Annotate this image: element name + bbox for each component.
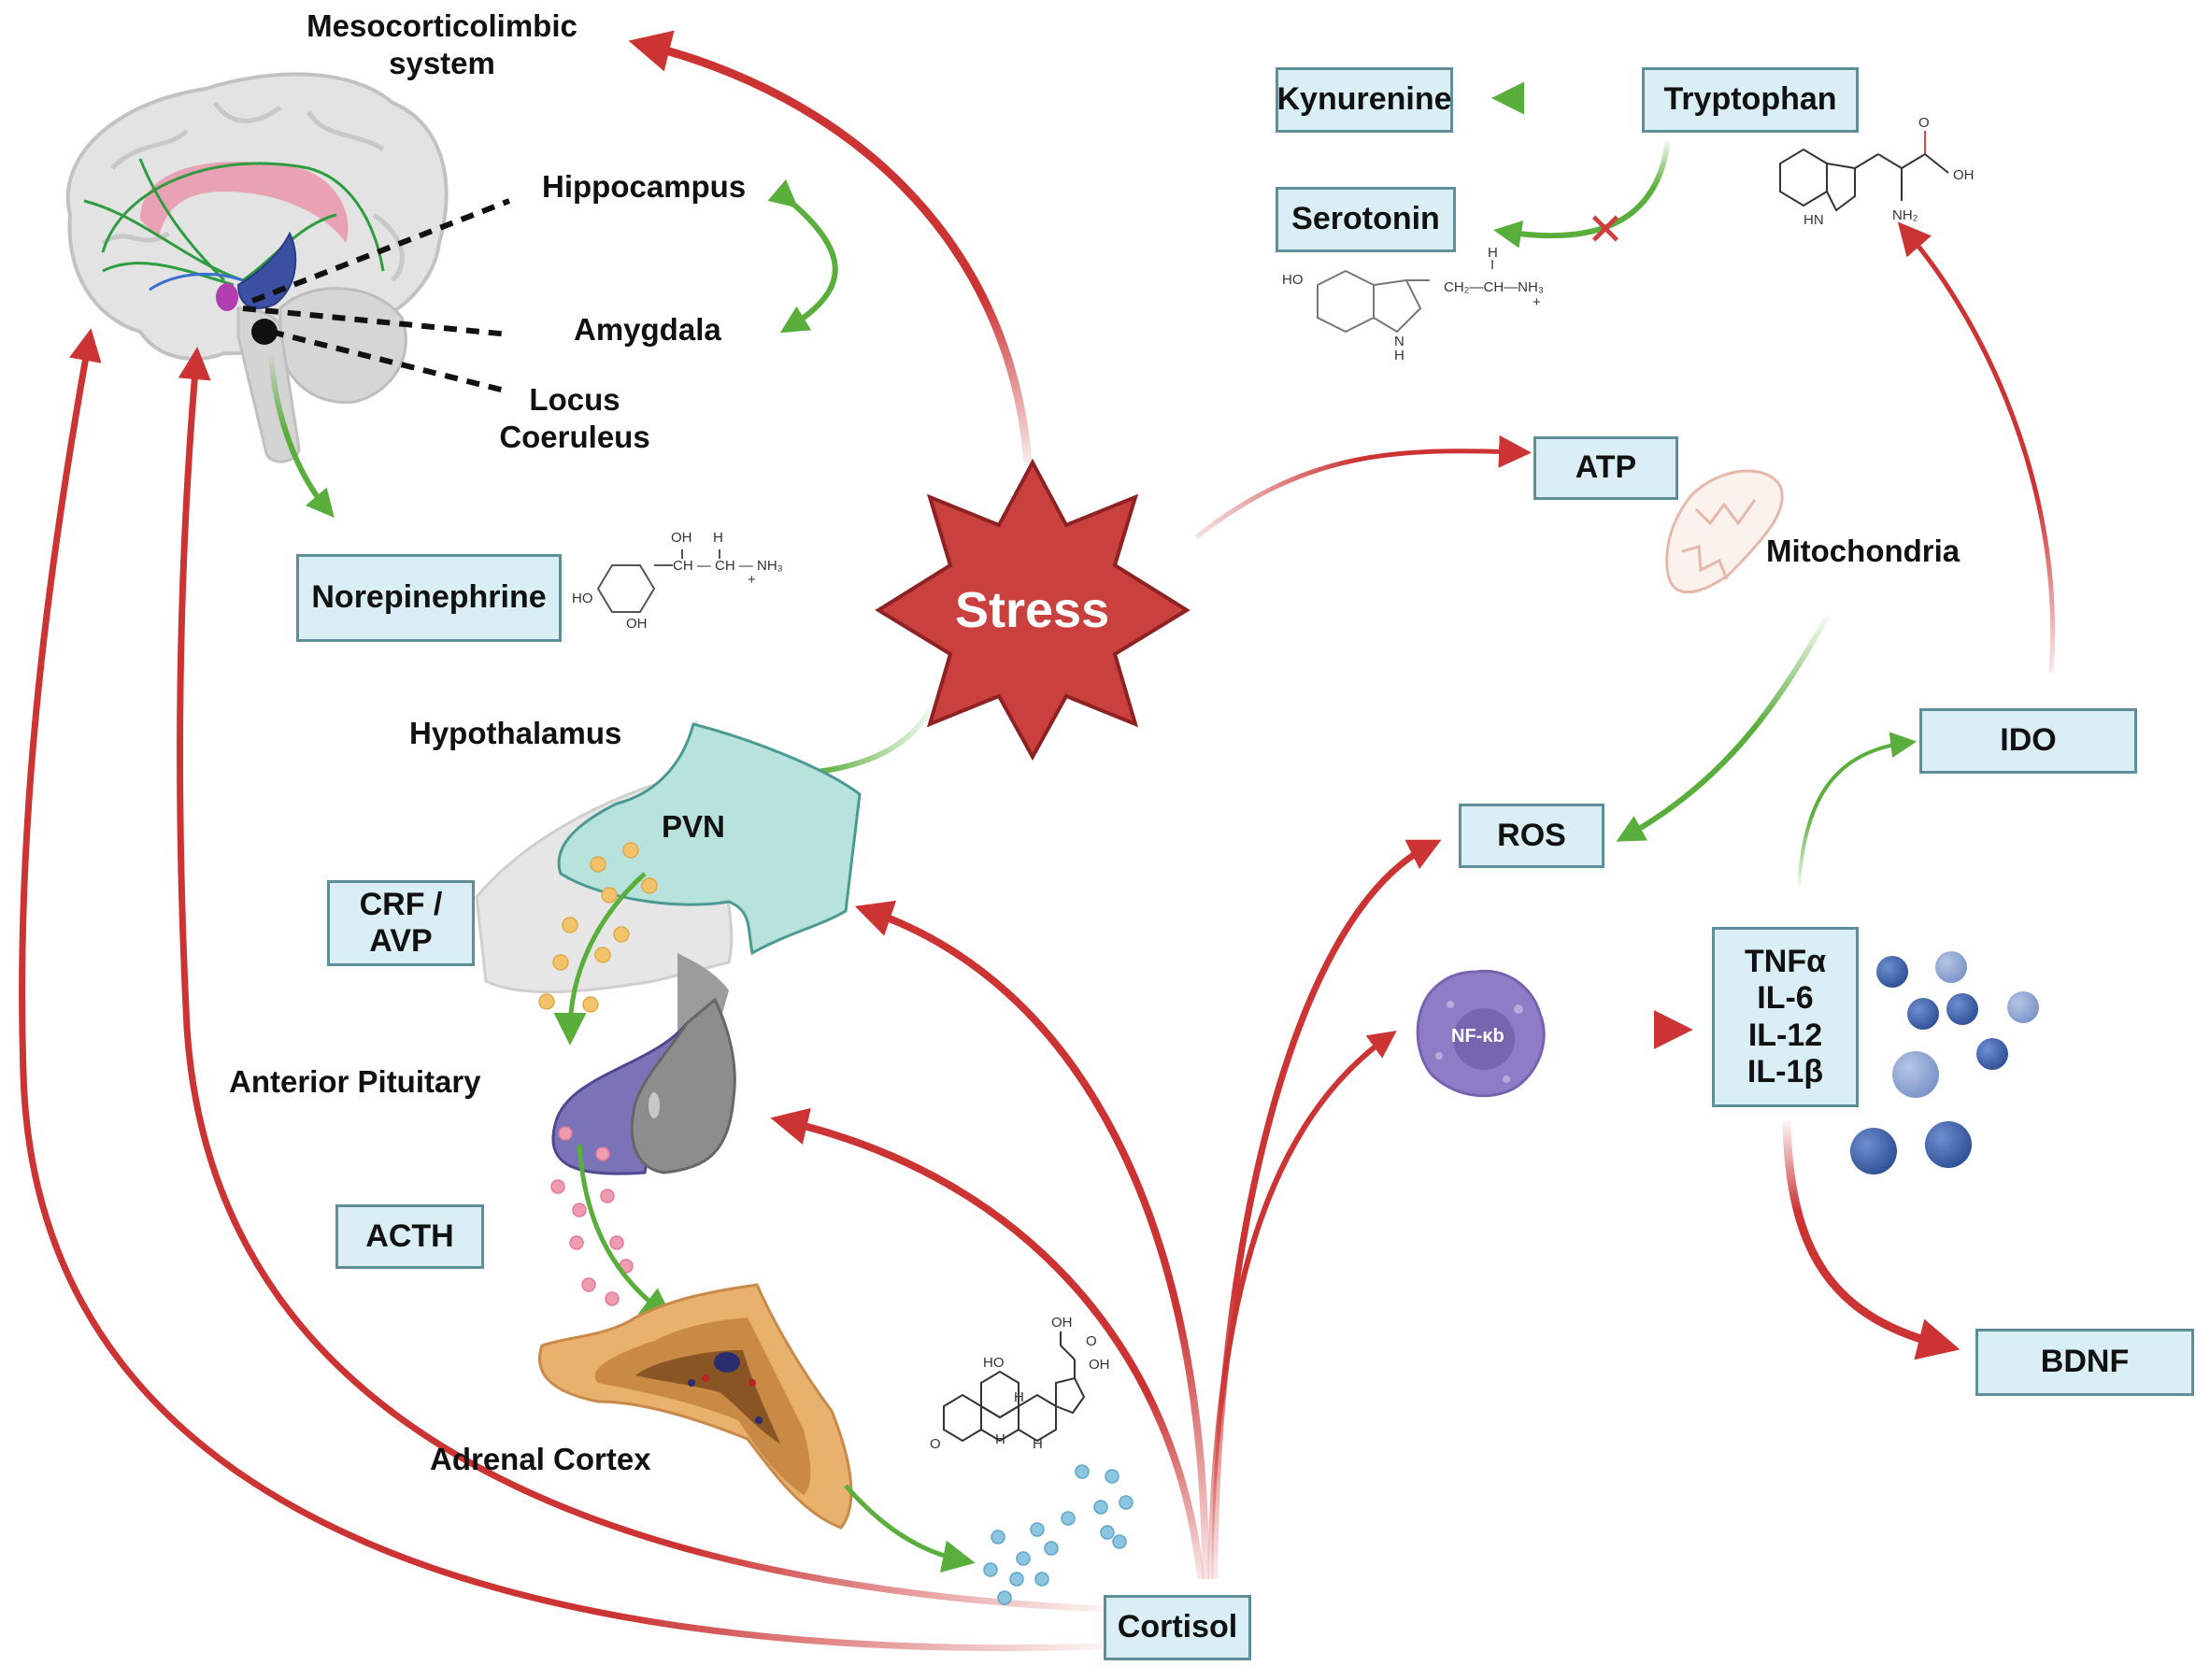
svg-text:+: +: [1533, 294, 1541, 310]
adrenal-to-cortisol-arrow: [844, 1484, 976, 1573]
box-crf-avp: CRF / AVP: [327, 880, 475, 966]
box-cytokines: TNFα IL-6 IL-12 IL-1β: [1712, 927, 1859, 1107]
cytokines-to-ido-arrow: [1797, 732, 1918, 889]
acth-particles: [550, 1126, 634, 1306]
pituitary-illustration: [551, 997, 736, 1175]
cortisol-to-pituitary-arrow: [770, 1107, 1205, 1580]
label-adrenal-cortex: Adrenal Cortex: [430, 1442, 651, 1476]
cortisol-to-pvn-arrow: [854, 900, 1209, 1580]
svg-text:HO: HO: [983, 1355, 1005, 1371]
box-norepinephrine: Norepinephrine: [296, 554, 562, 642]
svg-text:HN: HN: [1804, 212, 1824, 228]
hippocampus-amygdala-arrow: [767, 178, 838, 334]
locus-coeruleus-dot: [251, 319, 278, 345]
svg-text:O: O: [930, 1436, 941, 1452]
svg-text:OH: OH: [671, 530, 692, 546]
svg-text:H: H: [1394, 348, 1404, 363]
svg-text:OH: OH: [1089, 1357, 1110, 1373]
nfkb-label: NF-κb: [1451, 1026, 1504, 1046]
label-mesocorticolimbic: Mesocorticolimbic system: [307, 8, 577, 80]
svg-text:+: +: [748, 572, 756, 588]
svg-text:O: O: [1918, 115, 1930, 131]
cytokine-il6: IL-6: [1757, 980, 1814, 1017]
stress-label: Stress: [955, 582, 1110, 638]
label-amygdala: Amygdala: [574, 312, 721, 347]
box-acth: ACTH: [335, 1204, 484, 1269]
svg-text:NH₂: NH₂: [1892, 207, 1918, 223]
label-mitochondria: Mitochondria: [1766, 534, 1960, 568]
pvn-to-pituitary-arrow: [553, 872, 647, 1046]
box-atp: ATP: [1533, 436, 1678, 500]
brain-pointer-lines: [242, 198, 511, 393]
serotonin-structure: H CH₂—CH—NH₃ + HO N H: [1282, 245, 1544, 363]
box-kynurenine: Kynurenine: [1276, 67, 1453, 133]
cytokine-tnfa: TNFα: [1745, 944, 1826, 980]
label-hippocampus: Hippocampus: [542, 169, 747, 204]
svg-text:CH — CH — NH₃: CH — CH — NH₃: [673, 558, 783, 574]
hypothalamus-illustration: [475, 719, 862, 1056]
box-ido: IDO: [1919, 708, 2137, 774]
box-ros: ROS: [1459, 804, 1604, 868]
stress-to-mesocorticolimbic-arrow: [628, 30, 1033, 463]
locus-to-norepinephrine-arrow: [268, 354, 335, 519]
mitochondria-to-ros-arrow: [1616, 615, 1830, 842]
cortisol-to-brainstem-arrow: [177, 347, 1104, 1613]
label-locus-coeruleus: Locus Coeruleus: [499, 382, 650, 454]
tryptophan-structure: O OH HN NH₂: [1779, 115, 1975, 228]
adrenal-illustration: [538, 1283, 853, 1530]
stress-to-atp-arrow: [1194, 434, 1532, 539]
svg-text:N: N: [1394, 334, 1404, 349]
cytokine-il1b: IL-1β: [1747, 1053, 1824, 1089]
svg-text:OH: OH: [626, 616, 648, 632]
svg-text:OH: OH: [1953, 167, 1975, 183]
tryptophan-to-serotonin-arrow: [1493, 139, 1671, 249]
cytokine-il12: IL-12: [1747, 1017, 1823, 1053]
box-tryptophan: Tryptophan: [1642, 67, 1859, 133]
inhibition-marker: ✕: [1587, 204, 1624, 256]
svg-text:O: O: [1086, 1333, 1097, 1349]
cortisol-to-nfkb-arrow: [1207, 1030, 1397, 1580]
cytokines-to-bdnf-arrow: [1782, 1120, 1960, 1360]
svg-text:H: H: [713, 530, 723, 546]
mitochondria-illustration: [1665, 469, 1784, 594]
svg-text:CH₂—CH—NH₃: CH₂—CH—NH₃: [1444, 279, 1544, 295]
label-pvn: PVN: [662, 809, 725, 844]
box-bdnf: BDNF: [1975, 1329, 2194, 1396]
box-cortisol: Cortisol: [1104, 1595, 1251, 1660]
svg-text:HO: HO: [572, 591, 593, 606]
stress-star: [875, 458, 1191, 762]
cortisol-particles: [983, 1464, 1134, 1605]
ido-to-tryptophan-arrow: [1897, 221, 2056, 674]
cortisol-to-ros-arrow: [1211, 839, 1442, 1580]
svg-text:H: H: [995, 1431, 1005, 1447]
pvn-region: [557, 722, 862, 956]
cortisol-feedback-arrows: [19, 328, 1442, 1652]
brain-illustration: [65, 72, 449, 463]
cortisol-structure: OH O HO OH H H H O: [930, 1315, 1110, 1452]
cytokine-particles: [1850, 951, 2039, 1175]
nfkb-cell: [1416, 969, 1546, 1098]
svg-text:H: H: [1488, 245, 1498, 261]
cortisol-to-brain-arrow: [19, 328, 1104, 1652]
norepinephrine-structure: OH H CH — CH — NH₃ + HO OH: [572, 530, 783, 632]
label-hypothalamus: Hypothalamus: [409, 716, 622, 750]
pituitary-to-adrenal-arrow: [577, 1144, 675, 1321]
svg-text:OH: OH: [1051, 1315, 1073, 1331]
svg-text:H: H: [1014, 1389, 1024, 1405]
crf-avp-particles: [538, 842, 658, 1013]
box-serotonin: Serotonin: [1276, 187, 1456, 252]
label-anterior-pituitary: Anterior Pituitary: [229, 1064, 481, 1099]
svg-text:HO: HO: [1282, 272, 1304, 288]
svg-text:H: H: [1033, 1436, 1043, 1452]
